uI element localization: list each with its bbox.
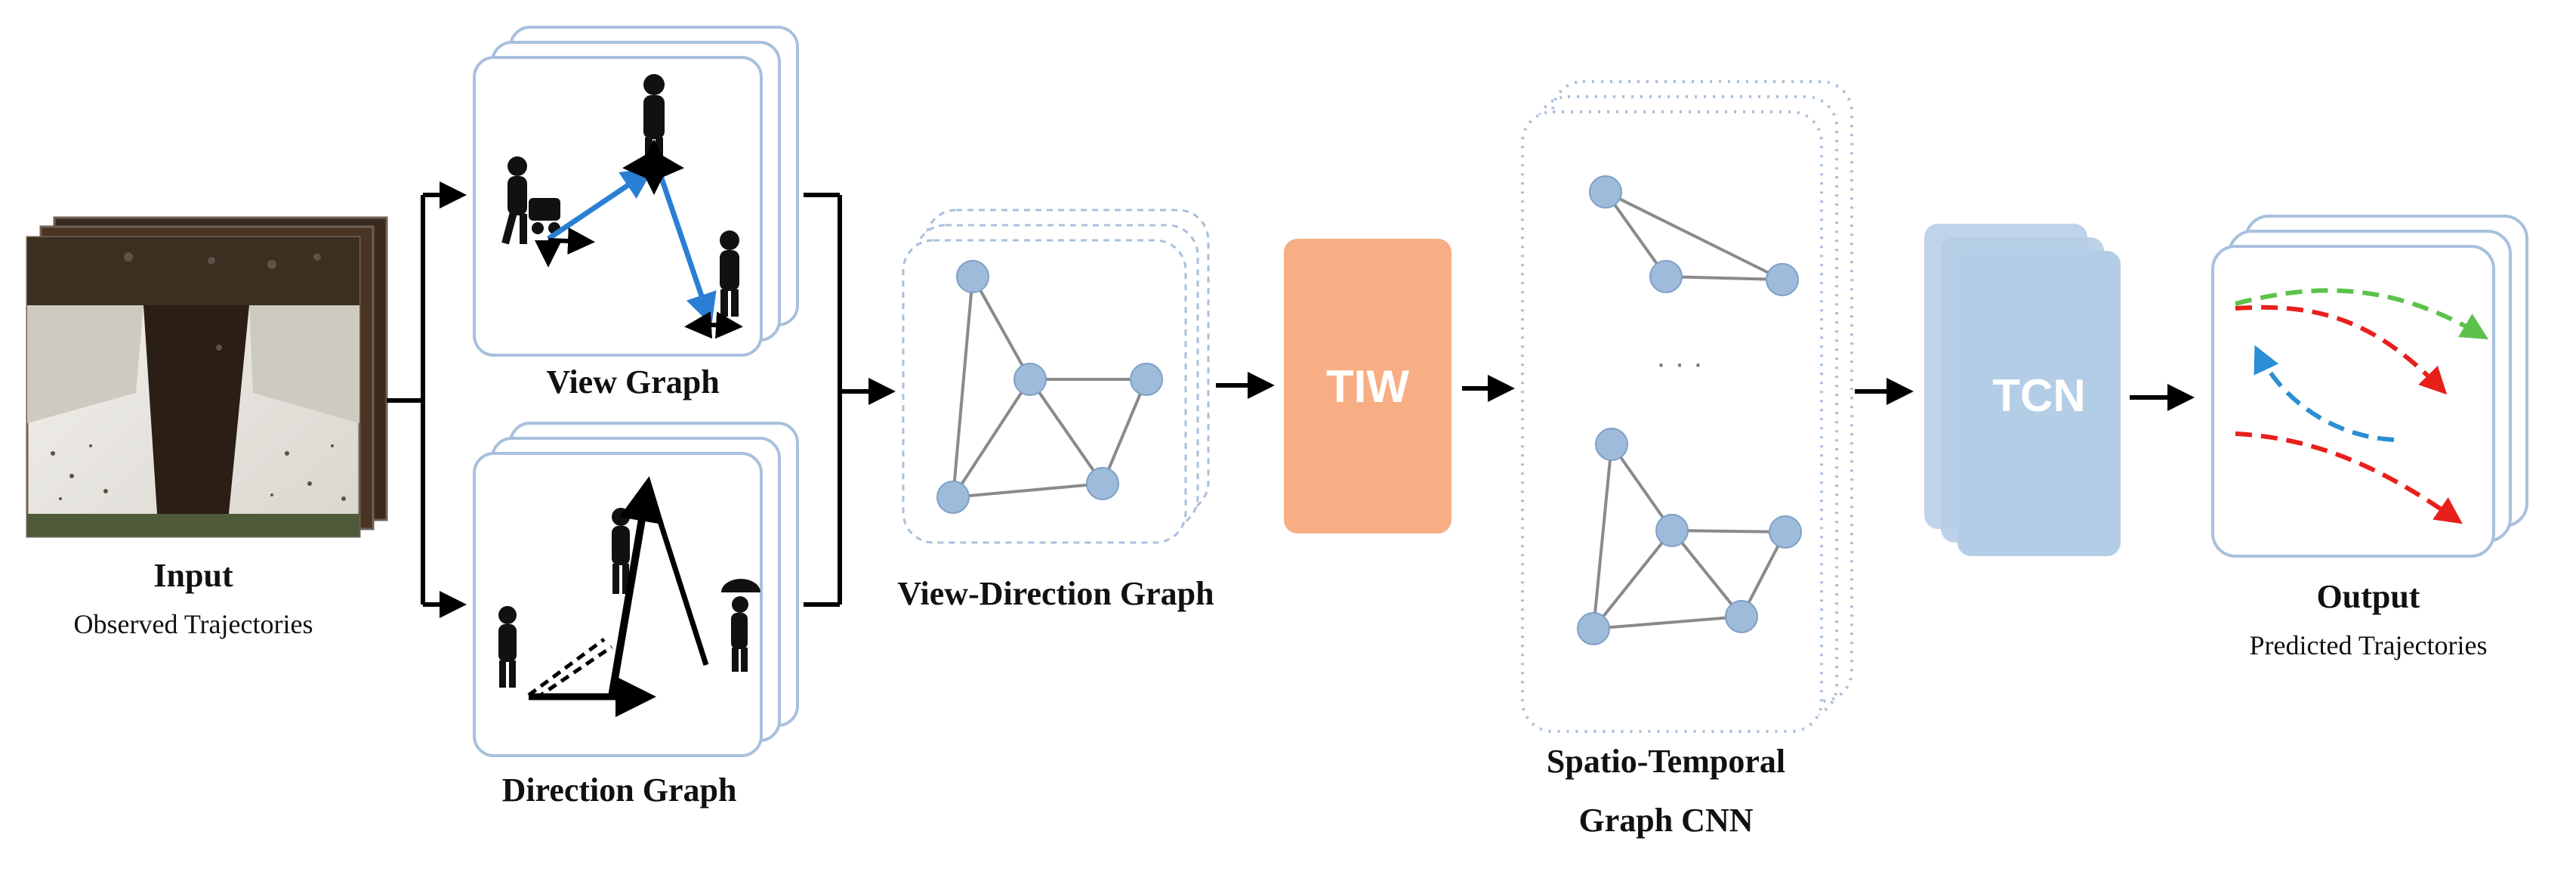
stgcnn-frame [1521, 110, 1823, 733]
vdg-edge [1029, 378, 1104, 485]
stgcnn-title-line1: Spatio-Temporal [1547, 743, 1785, 780]
vdg-node [1130, 363, 1163, 396]
stgcnn-edge [1665, 275, 1783, 281]
trajectory-red-upper [2235, 305, 2448, 395]
stgcnn-edge [1592, 444, 1613, 629]
vdg-edge [952, 482, 1103, 499]
stgcnn-node [1577, 612, 1610, 645]
stgcnn-node [1769, 515, 1802, 549]
input-title: Input [153, 557, 233, 594]
vdg-node [936, 481, 970, 514]
stgcnn-edge [1592, 529, 1674, 630]
vdg-edges [952, 276, 1148, 499]
vdg-edge [1101, 379, 1148, 484]
stgcnn-edge [1671, 529, 1743, 618]
trajectory-blue [2254, 345, 2395, 442]
trajectory-red-lower [2235, 431, 2463, 524]
stgcnn-edge [1610, 443, 1674, 532]
input-frame-image [26, 236, 361, 538]
direction-silhouettes [498, 508, 760, 688]
vdg-edge [971, 276, 1032, 380]
stgcnn-node [1589, 175, 1622, 209]
view-direction-arrows [535, 139, 743, 339]
stgcnn-title-line2: Graph CNN [1578, 802, 1753, 839]
vdg-node [1013, 363, 1047, 396]
stgcnn-nodes [1577, 175, 1802, 645]
vdg-node [956, 260, 989, 293]
output-frame [2211, 245, 2495, 558]
stgcnn-ellipsis: · · · [1656, 347, 1703, 380]
view-graph-stack [473, 26, 799, 357]
tcn-label: TCN [1992, 370, 2085, 421]
stgcnn-edge [1593, 615, 1742, 630]
stgcnn-node [1595, 428, 1628, 461]
output-subtitle: Predicted Trajectories [2250, 630, 2488, 660]
merge-connector [804, 193, 896, 607]
direction-edges [527, 476, 709, 717]
stgcnn-node [1725, 600, 1758, 633]
stgcnn-edge [1604, 190, 1667, 278]
view-direction-graph-stack [902, 209, 1210, 544]
direction-graph-stack [473, 422, 799, 757]
input-subtitle: Observed Trajectories [74, 609, 313, 639]
view-direction-graph-title: View-Direction Graph [897, 575, 1214, 612]
tiw-label: TIW [1326, 361, 1409, 412]
stgcnn-edge [1605, 190, 1783, 281]
stgcnn-node [1766, 263, 1799, 296]
stgcnn-node [1655, 514, 1689, 547]
input-stack [26, 216, 388, 538]
direction-graph-frame [473, 452, 763, 757]
stgcnn-node [1649, 260, 1683, 293]
view-graph-title: View Graph [546, 363, 719, 400]
output-title: Output [2317, 578, 2420, 615]
vdg-edge [952, 378, 1032, 499]
stgcnn-edge [1671, 529, 1786, 533]
trajectory-green [2235, 288, 2489, 340]
stgcnn-stack: · · · [1521, 80, 1853, 733]
stgcnn-edges [1592, 190, 1787, 630]
vdg-node [1086, 467, 1119, 500]
tcn-box [1957, 251, 2121, 556]
tcn-stack [1924, 224, 2121, 556]
input-branch-connector [387, 181, 467, 618]
view-graph-frame [473, 56, 763, 357]
direction-graph-title: Direction Graph [502, 772, 737, 809]
output-stack [2211, 215, 2528, 558]
tiw-box [1284, 239, 1452, 533]
vdg-edge [952, 276, 974, 498]
predicted-trajectories [2235, 288, 2489, 524]
vdg-nodes [936, 260, 1163, 514]
